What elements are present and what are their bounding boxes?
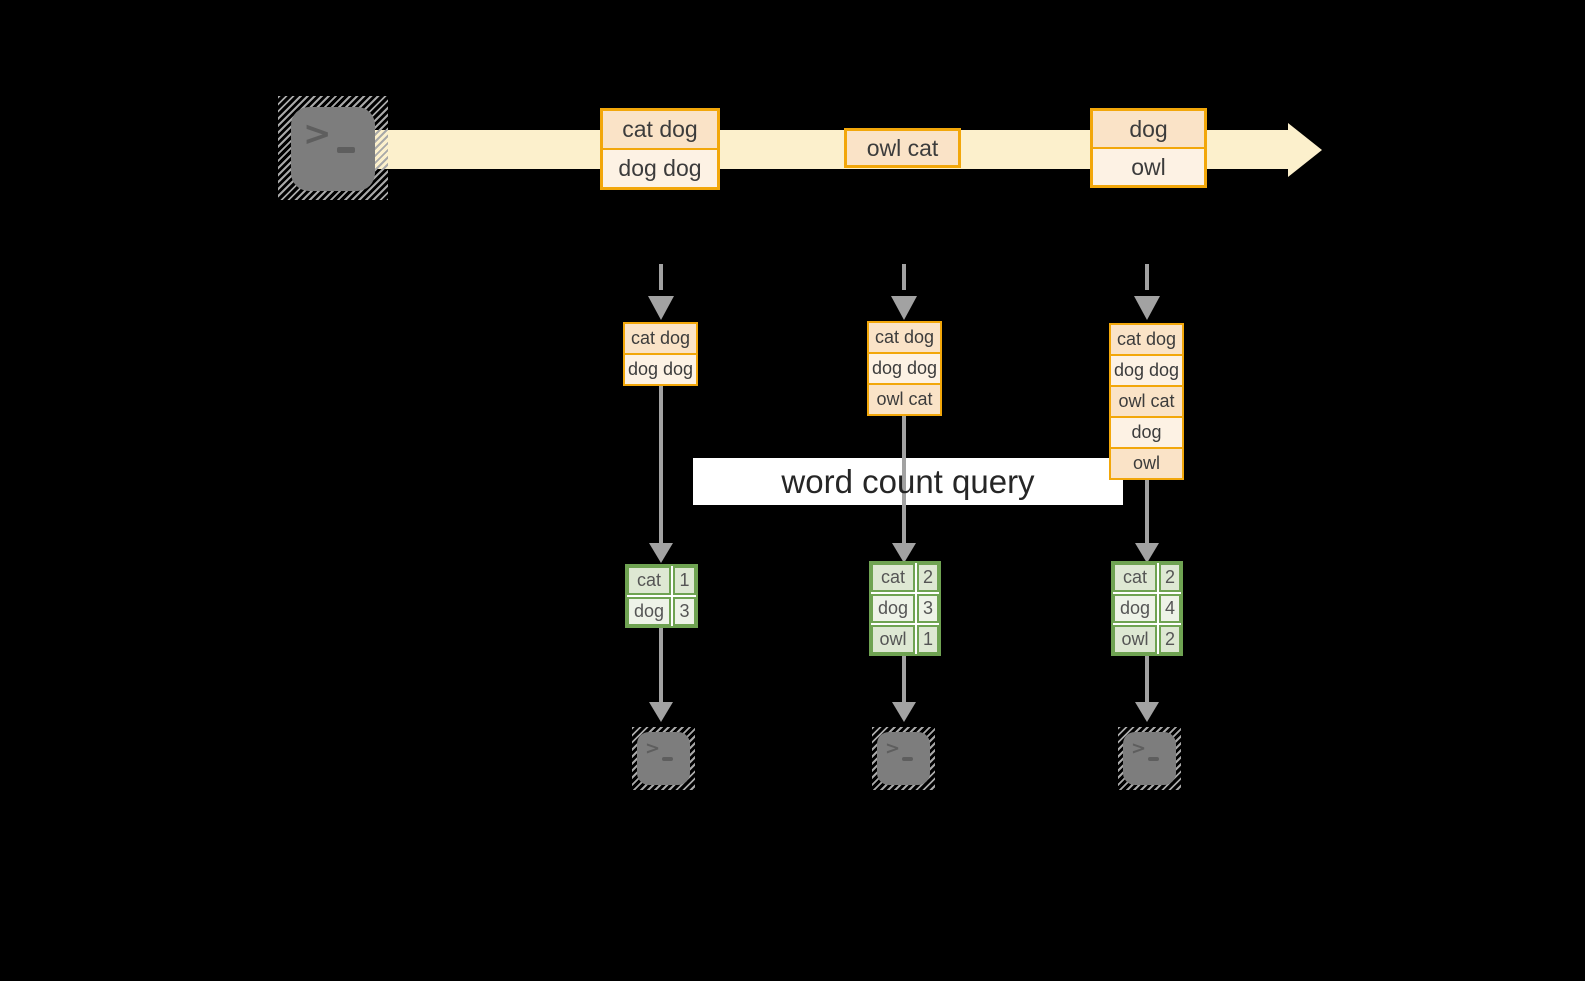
buffer-line: owl cat bbox=[1111, 385, 1182, 416]
buffer-line: cat dog bbox=[1111, 325, 1182, 354]
count-cell: 1 bbox=[917, 625, 939, 654]
ingest-arrow-head bbox=[1134, 296, 1160, 320]
flow-arrow-head bbox=[1135, 702, 1159, 722]
prompt-chevron-icon: > bbox=[645, 738, 661, 759]
terminal-body: > bbox=[1123, 732, 1176, 785]
stream-event: dog owl bbox=[1090, 108, 1207, 188]
prompt-cursor-icon bbox=[662, 757, 673, 761]
flow-arrow-line bbox=[1145, 480, 1149, 543]
buffer-line: dog bbox=[1111, 416, 1182, 447]
stream-event-line: dog bbox=[1093, 111, 1204, 147]
event-buffer: cat dog dog dog owl cat dog owl bbox=[1109, 323, 1184, 480]
terminal-body: > bbox=[291, 107, 375, 191]
stream-event-line: owl bbox=[1093, 147, 1204, 185]
buffer-line: dog dog bbox=[869, 352, 940, 383]
count-cell: 2 bbox=[1159, 625, 1181, 654]
terminal-body: > bbox=[637, 732, 690, 785]
ingest-arrow-dash bbox=[1145, 264, 1149, 290]
flow-arrow-head bbox=[892, 702, 916, 722]
word-count-table: cat 1 dog 3 bbox=[625, 564, 698, 628]
ingest-arrow-head bbox=[648, 296, 674, 320]
word-cell: cat bbox=[871, 563, 915, 592]
prompt-cursor-icon bbox=[337, 147, 355, 153]
word-cell: cat bbox=[1113, 563, 1157, 592]
ingest-arrow-head bbox=[891, 296, 917, 320]
prompt-cursor-icon bbox=[1148, 757, 1159, 761]
count-cell: 4 bbox=[1159, 594, 1181, 623]
query-label: word count query bbox=[781, 462, 1035, 500]
buffer-line: dog dog bbox=[625, 353, 696, 384]
word-cell: owl bbox=[1113, 625, 1157, 654]
terminal-body: > bbox=[877, 732, 930, 785]
stream-event-line: dog dog bbox=[603, 148, 717, 187]
buffer-line: cat dog bbox=[869, 323, 940, 352]
stream-event-line: owl cat bbox=[847, 131, 958, 165]
buffer-line: owl bbox=[1111, 447, 1182, 478]
stream-event-line: cat dog bbox=[603, 111, 717, 148]
count-cell: 3 bbox=[917, 594, 939, 623]
flow-arrow-head bbox=[649, 702, 673, 722]
ingest-arrow-dash bbox=[902, 264, 906, 290]
word-cell: dog bbox=[1113, 594, 1157, 623]
flow-arrow-line bbox=[659, 628, 663, 704]
prompt-cursor-icon bbox=[902, 757, 913, 761]
source-terminal-icon: > bbox=[278, 96, 388, 200]
word-cell: cat bbox=[627, 566, 671, 595]
count-cell: 2 bbox=[917, 563, 939, 592]
count-cell: 2 bbox=[1159, 563, 1181, 592]
prompt-chevron-icon: > bbox=[885, 738, 901, 759]
word-count-table: cat 2 dog 3 owl 1 bbox=[869, 561, 941, 656]
stream-arrow-head bbox=[1288, 123, 1322, 177]
word-cell: owl bbox=[871, 625, 915, 654]
ingest-arrow-dash bbox=[659, 264, 663, 290]
buffer-line: dog dog bbox=[1111, 354, 1182, 385]
count-cell: 3 bbox=[673, 597, 696, 626]
word-count-table: cat 2 dog 4 owl 2 bbox=[1111, 561, 1183, 656]
buffer-line: owl cat bbox=[869, 383, 940, 414]
stream-event: cat dog dog dog bbox=[600, 108, 720, 190]
buffer-line: cat dog bbox=[625, 324, 696, 353]
count-cell: 1 bbox=[673, 566, 696, 595]
flow-arrow-line bbox=[1145, 656, 1149, 704]
sink-terminal-icon: > bbox=[872, 727, 935, 790]
prompt-chevron-icon: > bbox=[303, 114, 332, 154]
sink-terminal-icon: > bbox=[1118, 727, 1181, 790]
word-cell: dog bbox=[871, 594, 915, 623]
flow-arrow-head bbox=[649, 543, 673, 563]
flow-arrow-line bbox=[902, 416, 906, 543]
flow-arrow-head bbox=[1135, 543, 1159, 563]
flow-arrow-head bbox=[892, 543, 916, 563]
query-label-band bbox=[693, 458, 1123, 505]
event-buffer: cat dog dog dog bbox=[623, 322, 698, 386]
stream-event: owl cat bbox=[844, 128, 961, 168]
event-buffer: cat dog dog dog owl cat bbox=[867, 321, 942, 416]
word-cell: dog bbox=[627, 597, 671, 626]
sink-terminal-icon: > bbox=[632, 727, 695, 790]
flow-arrow-line bbox=[659, 386, 663, 543]
prompt-chevron-icon: > bbox=[1131, 738, 1147, 759]
flow-arrow-line bbox=[902, 656, 906, 704]
